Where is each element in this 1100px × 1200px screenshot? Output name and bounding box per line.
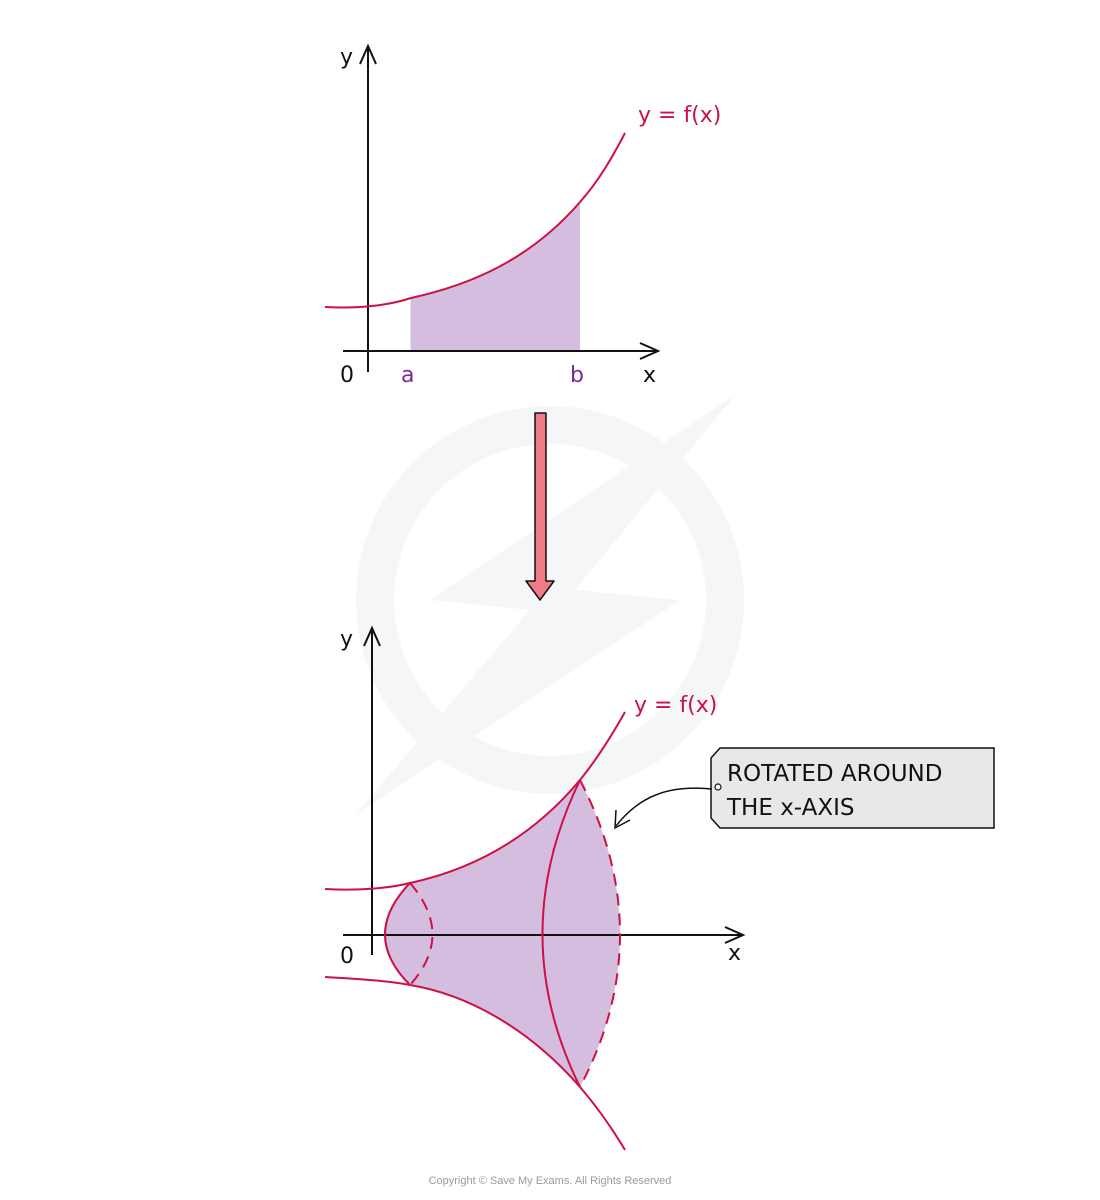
bottom-solid-fill bbox=[385, 780, 620, 1087]
note-tag-shape bbox=[710, 747, 995, 829]
bottom-y-axis-label: y bbox=[340, 627, 353, 652]
top-graph: y x 0 y = f(x) a b bbox=[324, 43, 721, 388]
bottom-origin-label: 0 bbox=[340, 944, 354, 969]
right-section-back-arc bbox=[579, 779, 621, 1088]
top-lower-bound-label: a bbox=[401, 363, 414, 388]
note-pointer-arrow bbox=[615, 787, 713, 827]
top-x-axis-label: x bbox=[643, 363, 656, 388]
note-line-1: ROTATED AROUND bbox=[727, 761, 942, 787]
top-curve bbox=[324, 132, 626, 309]
bottom-upper-curve bbox=[324, 711, 626, 891]
top-shaded-area bbox=[411, 202, 580, 351]
top-y-axis-label: y bbox=[340, 45, 353, 70]
right-section-front-arc bbox=[541, 779, 581, 1088]
bottom-y-axis-arrowhead bbox=[363, 625, 381, 647]
rotation-note: ROTATED AROUND THE x-AXIS bbox=[710, 747, 995, 829]
top-origin-label: 0 bbox=[340, 363, 354, 388]
top-curve-label: y = f(x) bbox=[638, 103, 721, 128]
bottom-x-axis-arrowhead bbox=[724, 926, 746, 944]
left-section-front-arc bbox=[384, 882, 411, 986]
top-upper-bound-label: b bbox=[570, 363, 584, 388]
down-arrow-icon bbox=[525, 412, 555, 601]
lightning-bolt-logo-icon bbox=[355, 395, 744, 815]
top-y-axis-arrowhead bbox=[359, 43, 377, 65]
note-line-2: THE x-AXIS bbox=[726, 795, 854, 821]
bottom-curve-label: y = f(x) bbox=[634, 693, 717, 718]
copyright-text: Copyright © Save My Exams. All Rights Re… bbox=[428, 1175, 672, 1187]
note-hole-icon bbox=[714, 783, 722, 791]
bottom-x-axis-label: x bbox=[728, 941, 741, 966]
bottom-reflected-curve bbox=[324, 976, 626, 1151]
bottom-graph: y x 0 y = f(x) ROTATED AROUND THE x-AXIS bbox=[324, 625, 995, 1151]
note-pointer-arrowhead bbox=[614, 809, 631, 830]
top-x-axis-arrowhead bbox=[639, 342, 661, 360]
